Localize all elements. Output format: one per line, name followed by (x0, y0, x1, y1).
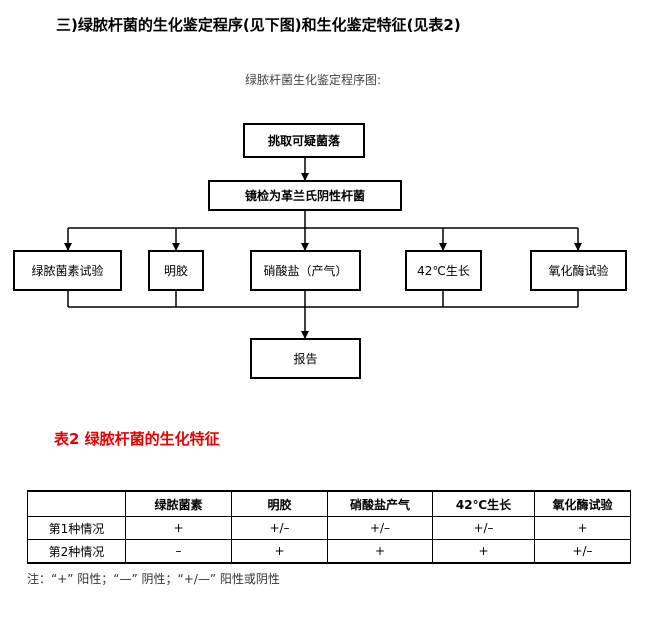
table-footnote: 注：“+” 阳性；“—” 阴性；“+/—” 阳性或阴性 (27, 572, 280, 586)
table-header-cell: 氧化酶试验 (534, 490, 631, 517)
flow-step-pick-colony: 挑取可疑菌落 (243, 123, 365, 158)
flowchart-caption: 绿脓杆菌生化鉴定程序图: (244, 73, 382, 87)
table-cell: +/– (231, 516, 328, 540)
flowchart-connectors (64, 158, 582, 339)
table-cell: + (534, 516, 631, 540)
section-heading: 三)绿脓杆菌的生化鉴定程序(见下图)和生化鉴定特征(见表2) (56, 16, 461, 34)
flow-test-42c-growth: 42℃生长 (405, 250, 482, 291)
table-header-cell: 明胶 (231, 490, 328, 517)
table-cell: + (125, 516, 232, 540)
table-row-label: 第2种情况 (27, 539, 126, 564)
table-cell: +/– (327, 516, 433, 540)
table-cell: – (125, 539, 232, 564)
table-row: 第2种情况 – + + + +/– (27, 539, 631, 564)
table-header-cell: 硝酸盐产气 (327, 490, 433, 517)
table-cell: +/– (534, 539, 631, 564)
table-header-cell: 绿脓菌素 (125, 490, 232, 517)
table-row-label: 第1种情况 (27, 516, 126, 540)
flow-test-oxidase: 氧化酶试验 (530, 250, 627, 291)
table-header-cell: 42℃生长 (432, 490, 535, 517)
table-title: 表2 绿脓杆菌的生化特征 (54, 430, 220, 448)
table-header-row: 绿脓菌素 明胶 硝酸盐产气 42℃生长 氧化酶试验 (27, 490, 631, 517)
flow-test-pyocyanin: 绿脓菌素试验 (13, 250, 122, 291)
table-cell: +/– (432, 516, 535, 540)
table-cell: + (432, 539, 535, 564)
table-header-cell (27, 490, 126, 517)
flow-test-nitrate: 硝酸盐（产气） (250, 250, 361, 291)
table-cell: + (231, 539, 328, 564)
flow-step-report: 报告 (250, 338, 361, 379)
biochem-table: 绿脓菌素 明胶 硝酸盐产气 42℃生长 氧化酶试验 第1种情况 + +/– +/… (27, 490, 631, 564)
table-cell: + (327, 539, 433, 564)
table-row: 第1种情况 + +/– +/– +/– + (27, 516, 631, 540)
flow-test-gelatin: 明胶 (148, 250, 204, 291)
flow-step-gram-stain: 镜检为革兰氏阴性杆菌 (208, 180, 402, 211)
